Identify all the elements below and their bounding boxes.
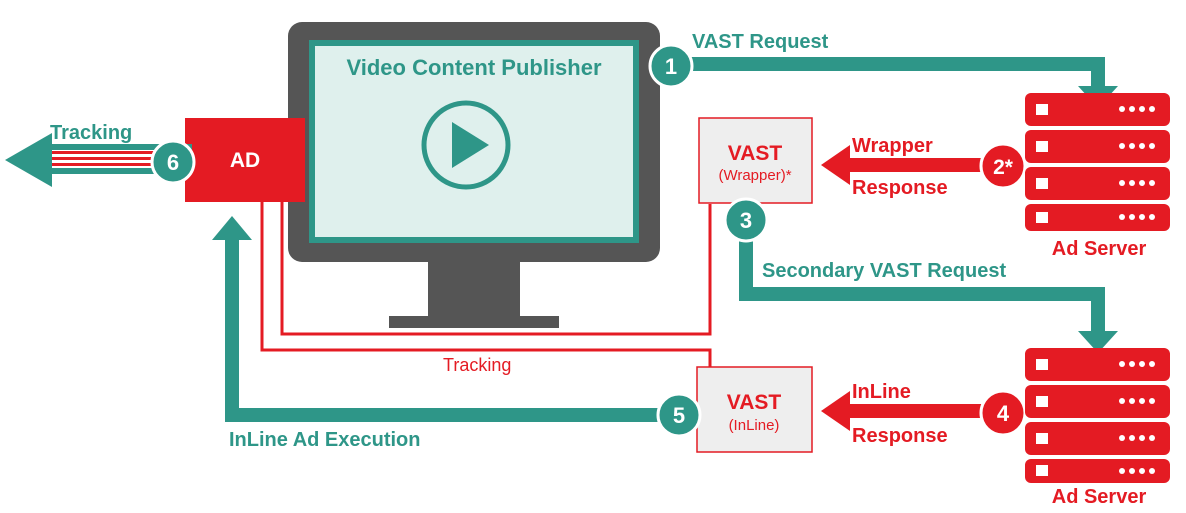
vast-wrapper-box: VAST (Wrapper)* [698, 117, 813, 204]
step5-label: InLine Ad Execution [229, 429, 421, 451]
ad-server-top-icon [1025, 93, 1170, 231]
step4-badge: 4 [979, 389, 1027, 437]
svg-text:2*: 2* [993, 156, 1014, 179]
monitor-neck [428, 262, 520, 316]
tracking-out-arrow [5, 133, 192, 187]
vast-wrapper-subtitle: (Wrapper)* [718, 167, 791, 184]
step1-badge: 1 [648, 43, 694, 89]
step4-label-line2: Response [852, 425, 948, 447]
vast-inline-box: VAST (InLine) [696, 366, 813, 453]
inline-response-arrow [821, 391, 986, 431]
svg-text:5: 5 [673, 403, 685, 428]
step2-label-line1: Wrapper [852, 135, 933, 157]
tracking-line-label: Tracking [443, 355, 511, 375]
wrapper-response-arrow [821, 145, 986, 185]
step3-label: Secondary VAST Request [762, 260, 1006, 282]
step4-label-line1: InLine [852, 381, 911, 403]
monitor: Video Content Publisher [288, 22, 660, 328]
vast-wrapper-title: VAST [728, 142, 783, 165]
step6-label: Tracking [50, 122, 132, 144]
step3-badge: 3 [723, 197, 769, 243]
play-icon [421, 100, 511, 190]
svg-text:3: 3 [740, 208, 752, 233]
inline-execution-arrow [212, 216, 660, 422]
ad-server-top-label: Ad Server [1052, 238, 1147, 260]
ad-label: AD [230, 149, 260, 172]
svg-text:4: 4 [997, 401, 1010, 426]
ad-box: AD [185, 118, 305, 202]
monitor-base [389, 316, 559, 328]
vast-inline-title: VAST [727, 391, 782, 414]
secondary-request-arrow [739, 222, 1118, 353]
svg-text:1: 1 [665, 54, 677, 79]
svg-text:6: 6 [167, 150, 179, 175]
step1-label: VAST Request [692, 31, 829, 53]
step2-badge: 2* [979, 142, 1027, 190]
vast-inline-subtitle: (InLine) [729, 417, 780, 434]
step6-badge: 6 [150, 139, 196, 185]
step2-label-line2: Response [852, 177, 948, 199]
step5-badge: 5 [656, 392, 702, 438]
tracking-wires [260, 200, 712, 368]
ad-server-bottom-icon [1025, 348, 1170, 483]
ad-server-bottom-label: Ad Server [1052, 486, 1147, 508]
publisher-title: Video Content Publisher [346, 55, 602, 80]
